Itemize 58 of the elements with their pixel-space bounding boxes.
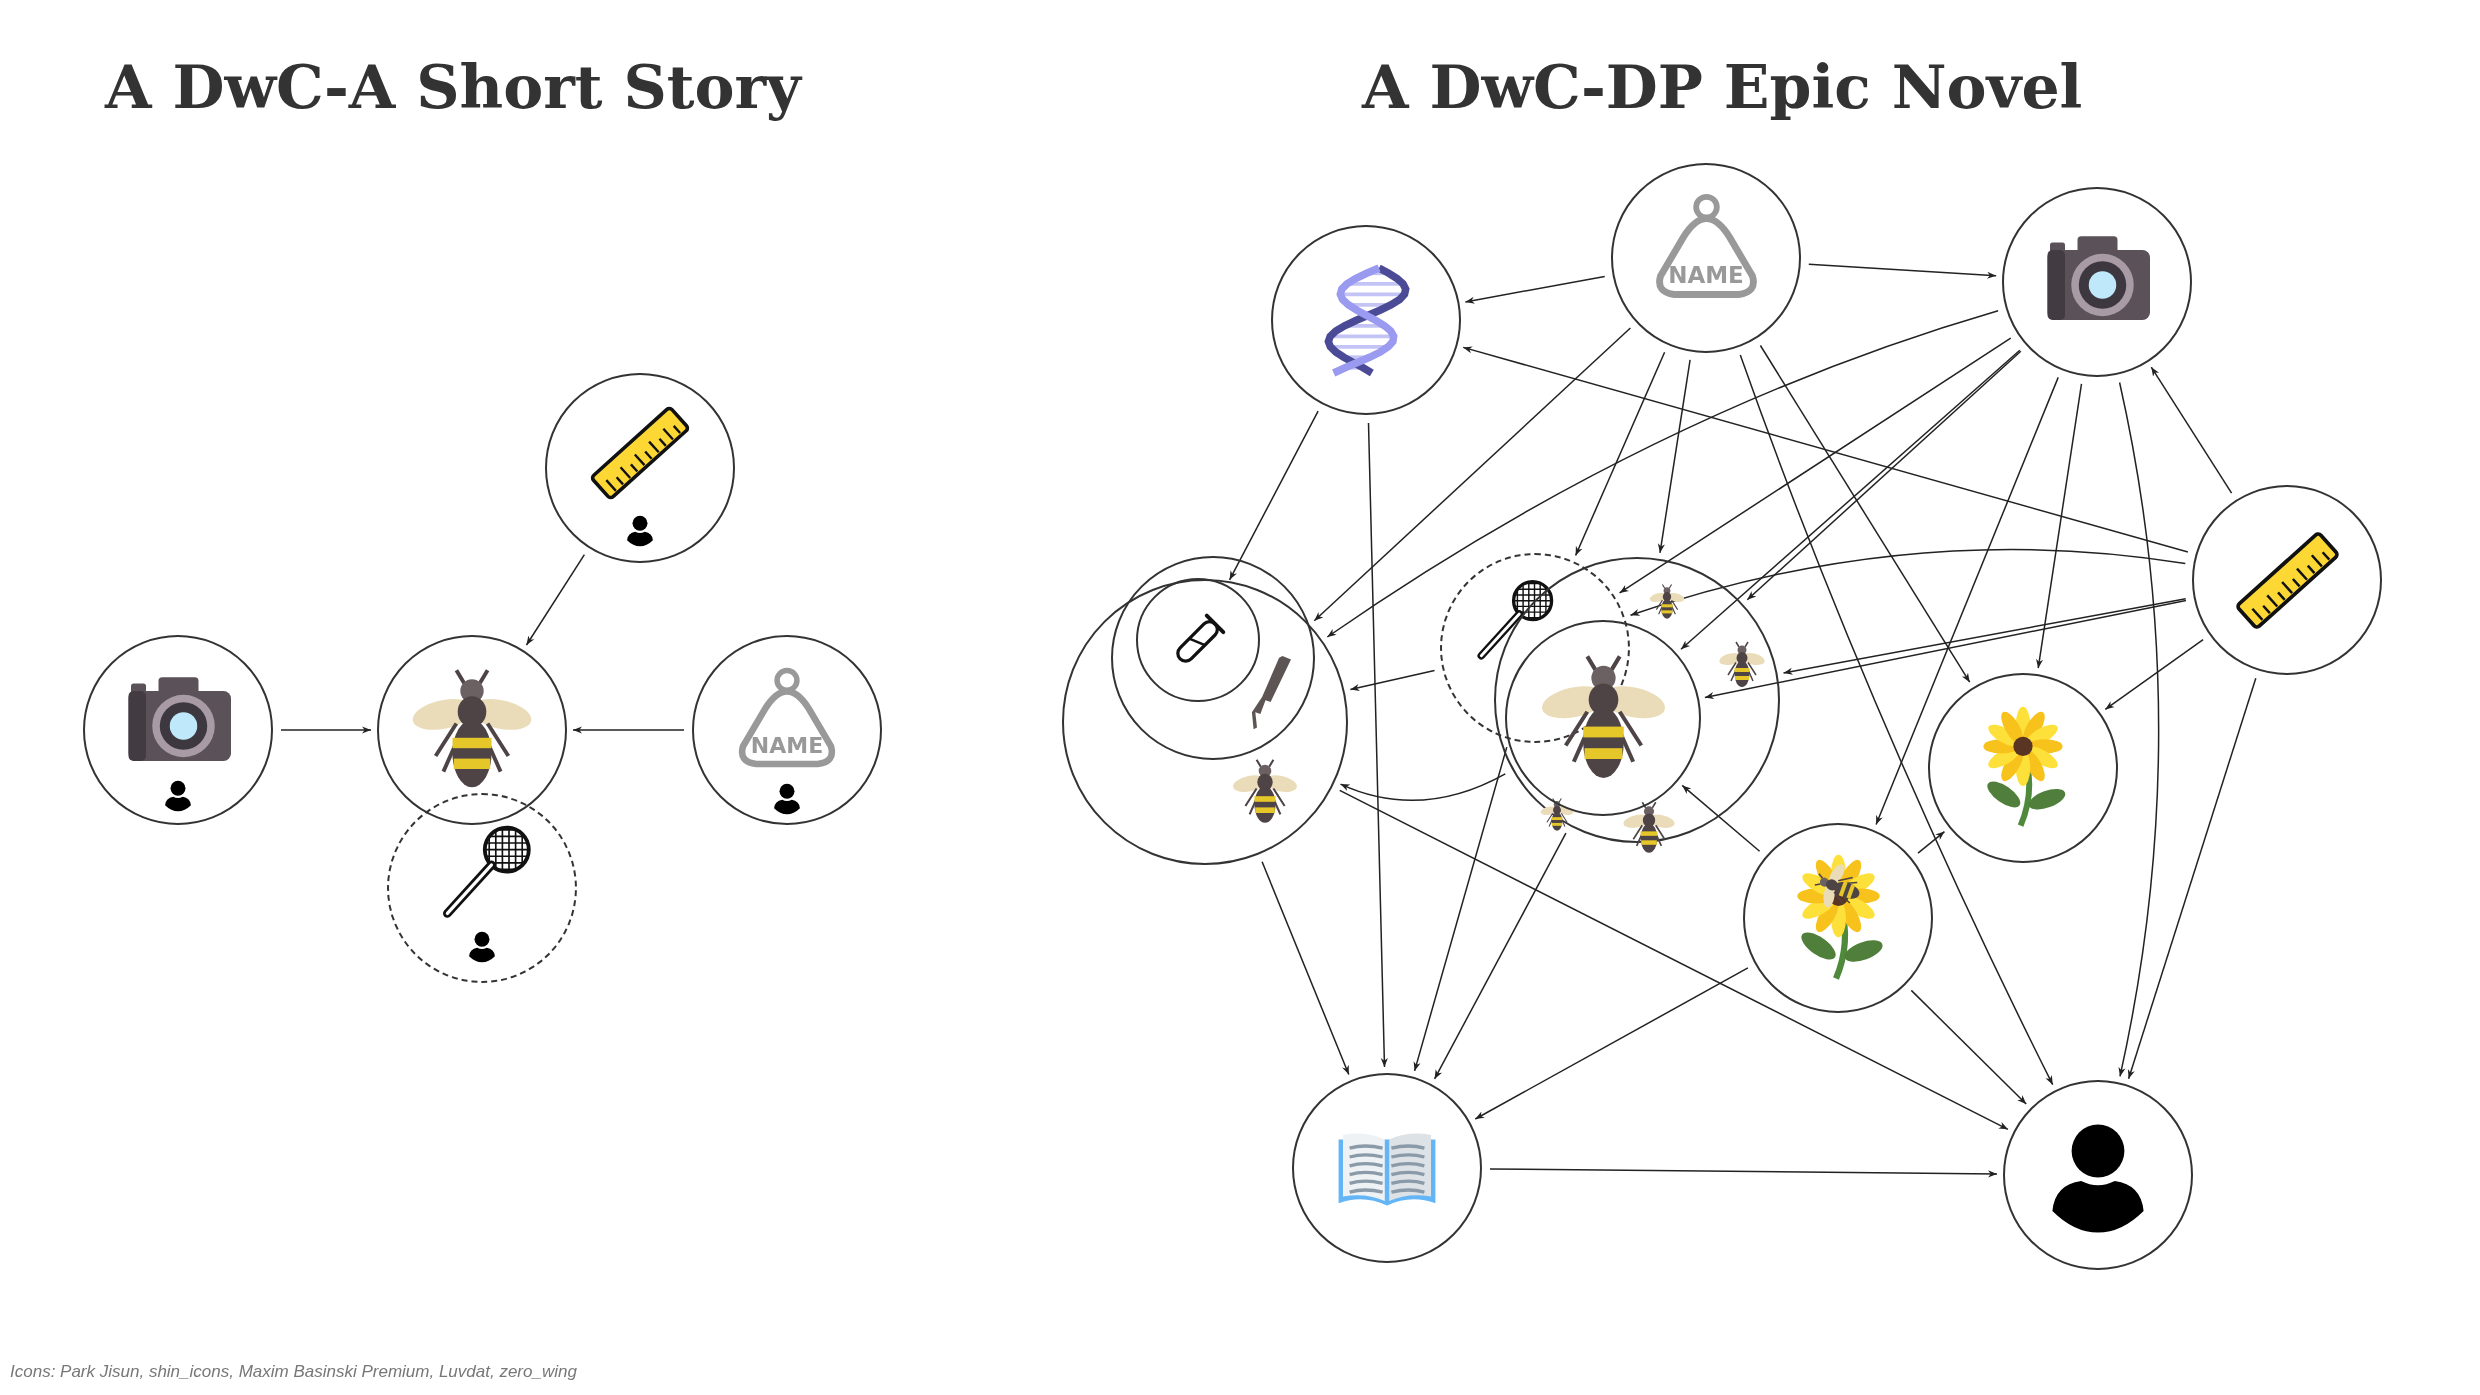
- arrow: [1618, 337, 2012, 594]
- arrow: [1680, 349, 2021, 650]
- icon-circle: [1271, 225, 1461, 415]
- arrow: [1681, 784, 1761, 852]
- arrow: [1574, 351, 1666, 557]
- arrow: [1339, 773, 1507, 801]
- arrow: [2127, 677, 2257, 1080]
- arrow: [2104, 638, 2204, 711]
- credit-line: Icons: Park Jisun, shin_icons, Maxim Basinski Premium, Luvdat, zero_wing: [10, 1362, 577, 1382]
- icon-circle: [1292, 1073, 1482, 1263]
- arrow: [1746, 350, 2022, 601]
- arrow: [1433, 832, 1567, 1080]
- arrow: [1910, 989, 2027, 1105]
- arrow: [1462, 346, 2189, 553]
- icon-circle: [1611, 163, 1801, 353]
- icon-circle: [1505, 620, 1701, 816]
- heading: A DwC-DP Epic Novel: [1362, 52, 2083, 122]
- arrow: [572, 726, 685, 734]
- icon-circle: [1743, 823, 1933, 1013]
- arrow: [2036, 383, 2083, 669]
- arrow: [2118, 381, 2160, 1078]
- arrow: [1313, 327, 1632, 622]
- icon-circle: [1928, 673, 2118, 863]
- arrow: [1782, 597, 2187, 675]
- arrow: [1413, 746, 1508, 1072]
- arrow: [1739, 354, 2054, 1086]
- arrow: [1917, 830, 1946, 854]
- tag-label: NAME: [749, 735, 825, 758]
- arrow: [1261, 861, 1350, 1076]
- arrow: [1808, 263, 1997, 279]
- arrow: [1349, 669, 1436, 691]
- group-circle: [1111, 556, 1315, 760]
- arrow: [1657, 359, 1691, 554]
- arrow: [2150, 366, 2233, 494]
- icon-circle: [83, 635, 273, 825]
- arrow: [1367, 422, 1388, 1068]
- icon-circle: [545, 373, 735, 563]
- arrow: [1326, 310, 1999, 638]
- arrow: [1759, 344, 1971, 683]
- arrow: [1489, 1168, 1998, 1178]
- icon-circle: [377, 635, 567, 825]
- arrow: [280, 726, 372, 734]
- arrow: [1704, 599, 2187, 700]
- arrow: [1464, 275, 1606, 304]
- arrow: [1338, 789, 2009, 1131]
- icon-circle: [692, 635, 882, 825]
- heading: A DwC-A Short Story: [105, 52, 801, 122]
- icon-circle: [2192, 485, 2382, 675]
- tag-label: NAME: [1667, 264, 1745, 288]
- icon-circle: [2002, 187, 2192, 377]
- arrow: [1875, 376, 2059, 826]
- icon-circle: [2003, 1080, 2193, 1270]
- arrow: [1629, 548, 2187, 616]
- icon-circle: [1136, 578, 1260, 702]
- arrow: [525, 553, 586, 646]
- arrow: [1474, 967, 1749, 1120]
- arrow: [1228, 410, 1319, 581]
- icon-circle: [387, 793, 577, 983]
